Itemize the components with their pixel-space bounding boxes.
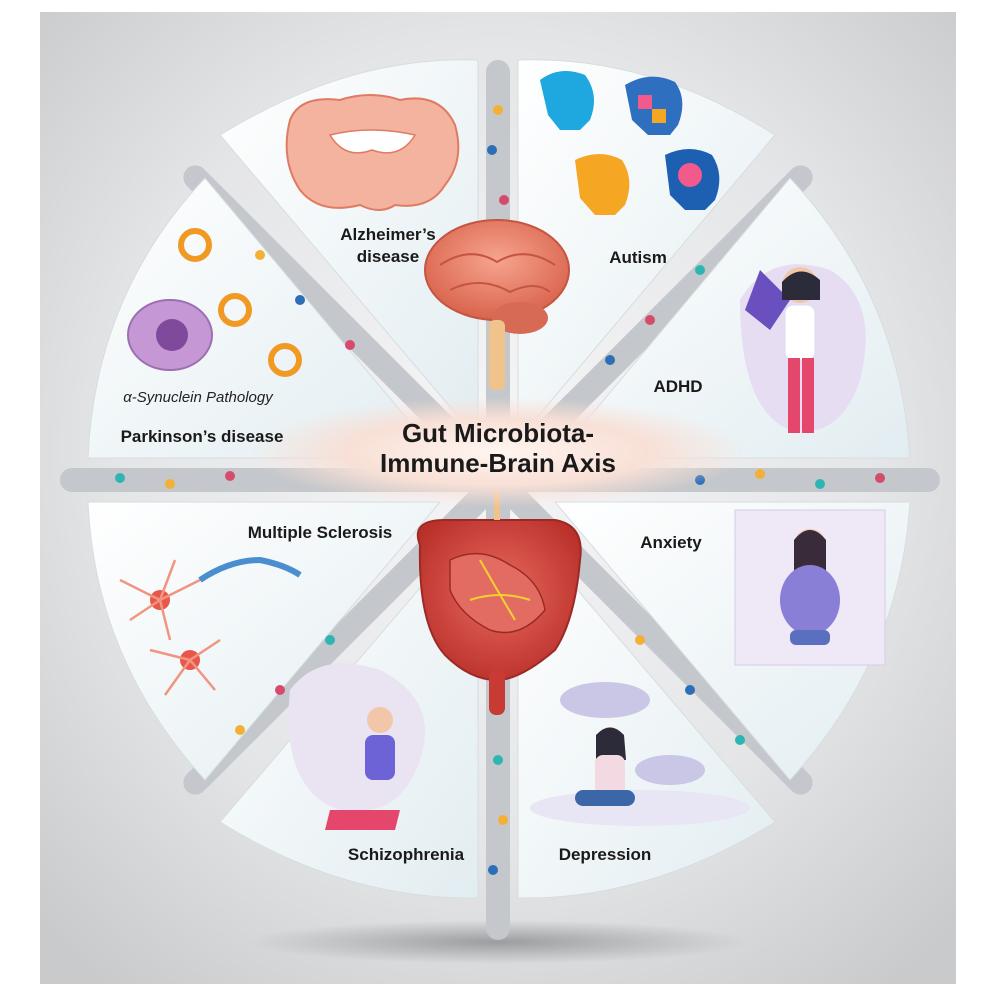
alzheimers-brain-slice-illustration: [285, 94, 460, 211]
label-synuclein-pathology: α-Synuclein Pathology: [123, 389, 274, 406]
adhd-person-illustration: [740, 264, 866, 433]
label-alzheimers-line-1: Alzheimer’s: [340, 225, 435, 244]
panel-multiple-sclerosis: [87, 501, 442, 781]
label-anxiety: Anxiety: [640, 533, 702, 552]
schizophrenia-person-illustration: [288, 663, 425, 830]
title-line-1: Gut Microbiota-: [402, 418, 594, 448]
label-depression: Depression: [559, 845, 652, 864]
label-multiple-sclerosis: Multiple Sclerosis: [248, 523, 393, 542]
panel-parkinsons: [87, 177, 442, 459]
gut-illustration: [416, 490, 582, 715]
label-schizophrenia: Schizophrenia: [348, 845, 465, 864]
label-autism: Autism: [609, 248, 667, 267]
autism-heads-illustration: [540, 71, 720, 215]
parkinsons-cell-illustration: [127, 228, 302, 377]
depression-person-illustration: [530, 682, 750, 826]
anxiety-person-illustration: [734, 509, 886, 666]
label-parkinsons: Parkinson’s disease: [121, 427, 284, 446]
multiple-sclerosis-neuron-illustration: [119, 556, 302, 696]
label-alzheimers-line-2: disease: [357, 247, 419, 266]
title-line-2: Immune-Brain Axis: [380, 448, 616, 478]
center-glow: [248, 397, 748, 507]
floor-shadow: [248, 920, 748, 964]
brain-illustration: [424, 219, 570, 390]
label-adhd: ADHD: [653, 377, 702, 396]
